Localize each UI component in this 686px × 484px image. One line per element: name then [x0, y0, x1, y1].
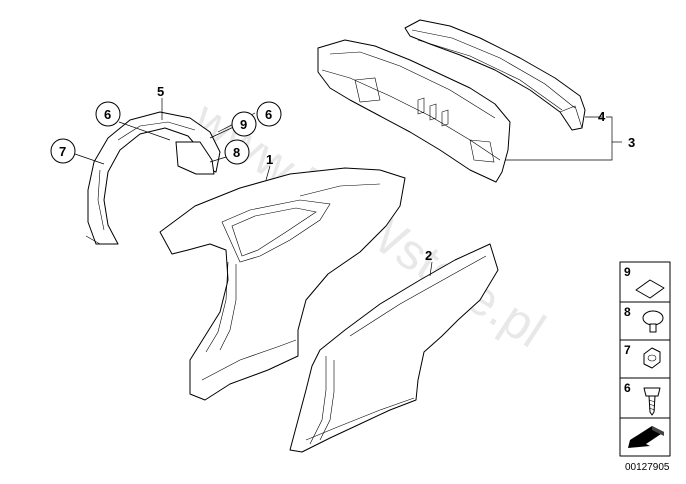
nut-clip-icon	[635, 279, 665, 299]
legend-label-7: 7	[624, 343, 631, 357]
callout-6-circle-b	[256, 101, 282, 127]
legend-label-8: 8	[624, 305, 631, 319]
expanding-rivet-icon	[642, 310, 664, 326]
part-2-side-panel	[289, 243, 499, 453]
callout-1: 1	[266, 152, 273, 167]
part-rear-panel	[317, 39, 511, 183]
callout-7: 7	[59, 144, 66, 159]
callout-4: 4	[598, 109, 606, 124]
part-5-wheel-arch	[85, 111, 221, 245]
callout-6b: 6	[265, 107, 272, 122]
screw-icon	[643, 387, 661, 397]
callout-2: 2	[425, 248, 432, 263]
callouts: 1 2 3 4 5 6 6 7 8 9	[50, 84, 635, 263]
callout-7-circle	[50, 138, 76, 164]
hex-nut-icon	[643, 347, 661, 369]
callout-9-circle	[231, 111, 257, 137]
callout-6a: 6	[104, 107, 111, 122]
callout-6-circle-a	[95, 101, 121, 127]
callout-8: 8	[233, 145, 240, 160]
callout-3: 3	[628, 135, 635, 150]
leader-lines	[74, 98, 622, 277]
part-4-reinforcement	[404, 19, 586, 131]
fastener-legend: 9 8 7 6 00127905	[619, 261, 671, 473]
legend-label-9: 9	[624, 265, 631, 279]
callout-8-circle	[224, 139, 250, 165]
legend-label-6: 6	[624, 381, 631, 395]
callout-5: 5	[157, 84, 164, 99]
legend-box-6	[619, 377, 671, 419]
part-1-side-frame	[159, 167, 406, 401]
reference-number: 00127905	[625, 462, 670, 473]
callout-9: 9	[240, 117, 247, 132]
